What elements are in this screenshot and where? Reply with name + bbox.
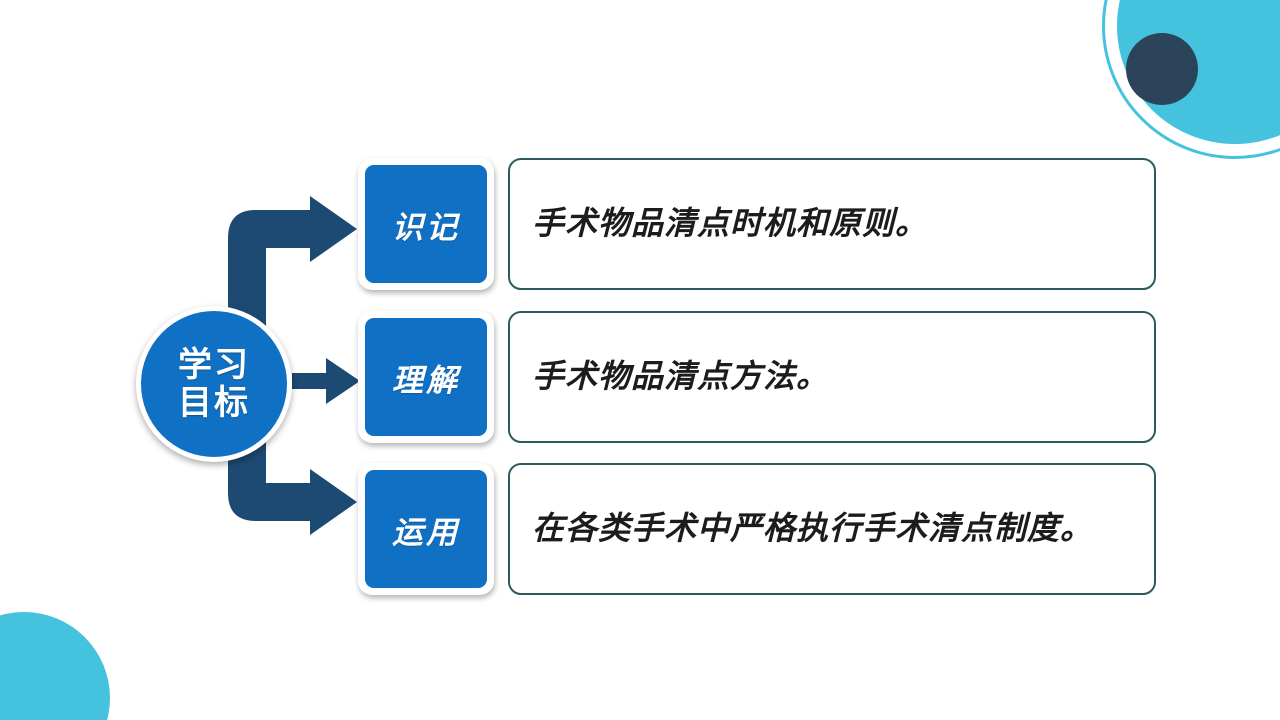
straight-arrow-right-icon: [292, 358, 360, 404]
objective-tag-understand[interactable]: 理解: [358, 311, 494, 443]
objective-tag-apply[interactable]: 运用: [358, 463, 494, 595]
objective-description-box[interactable]: 手术物品清点时机和原则。: [508, 158, 1156, 290]
objective-row: 识记 手术物品清点时机和原则。: [358, 158, 1156, 290]
objective-tag-box: 运用: [365, 470, 487, 588]
learning-objectives-hub[interactable]: 学习 目标: [136, 306, 292, 462]
objective-tag-label: 理解: [392, 362, 460, 398]
objective-description-box[interactable]: 手术物品清点方法。: [508, 311, 1156, 443]
hub-label-line-1: 学习: [178, 345, 250, 384]
objective-description-text: 在各类手术中严格执行手术清点制度。: [532, 510, 1094, 547]
objective-description-text: 手术物品清点方法。: [532, 358, 830, 395]
decorative-cyan-circle-bottom-left: [0, 612, 110, 720]
objective-tag-box: 识记: [365, 165, 487, 283]
objective-tag-box: 理解: [365, 318, 487, 436]
objective-row: 运用 在各类手术中严格执行手术清点制度。: [358, 463, 1156, 595]
objective-tag-label: 运用: [392, 514, 460, 550]
objective-description-text: 手术物品清点时机和原则。: [532, 205, 929, 242]
objective-row: 理解 手术物品清点方法。: [358, 311, 1156, 443]
hub-label-line-2: 目标: [178, 384, 250, 422]
objective-tag-label: 识记: [392, 209, 460, 245]
objective-description-box[interactable]: 在各类手术中严格执行手术清点制度。: [508, 463, 1156, 595]
decorative-navy-circle-top-right: [1126, 33, 1198, 105]
objective-tag-memorize[interactable]: 识记: [358, 158, 494, 290]
